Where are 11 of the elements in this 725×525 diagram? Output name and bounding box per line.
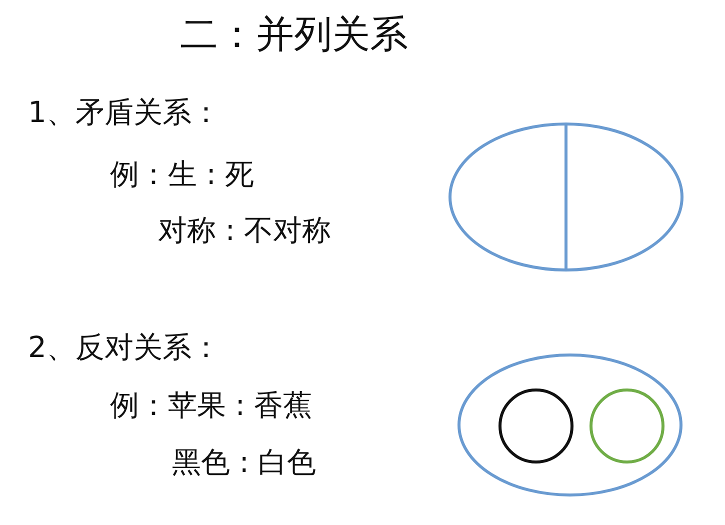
ellipse-shape — [457, 353, 683, 497]
title: 二：并列关系 — [180, 12, 408, 58]
section-heading: 1、矛盾关系： — [28, 95, 220, 130]
example-text: 例：苹果 : 香蕉 — [110, 388, 312, 423]
circle-shape — [587, 388, 667, 464]
section-heading: 2、反对关系： — [28, 330, 220, 365]
example-text: 对称 : 不对称 — [158, 213, 332, 248]
circle-shape — [496, 388, 576, 464]
divided-ellipse — [448, 122, 684, 272]
example-text: 例：生 : 死 — [110, 157, 254, 192]
example-text: 黑色 : 白色 — [172, 445, 316, 480]
